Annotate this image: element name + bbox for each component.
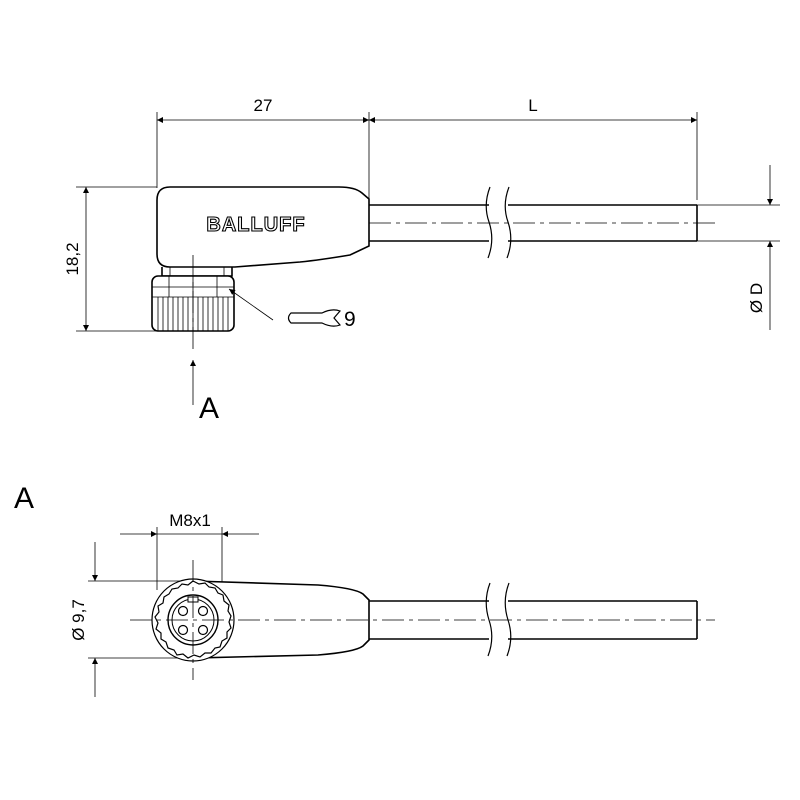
- view-a-title: A: [14, 482, 34, 515]
- dim-label-27: 27: [254, 96, 273, 115]
- dim-label-l: L: [528, 96, 537, 115]
- connector-collar: [161, 267, 233, 277]
- wrench-size-label: 9: [344, 308, 356, 331]
- side-view: 27 L 18,2 BALLUFF: [63, 96, 780, 425]
- cable-break-mark: [485, 186, 493, 259]
- dim-label-thread: M8x1: [169, 511, 211, 530]
- contact-pin: [177, 605, 189, 617]
- cable-break-mark: [504, 186, 512, 259]
- contact-pin: [197, 624, 209, 636]
- dim-label-cable-diameter: Ø D: [747, 283, 766, 313]
- knurl-pattern: [157, 276, 229, 331]
- view-a-marker: A: [199, 392, 219, 425]
- cable-top: [369, 582, 698, 657]
- cable-break-mark: [485, 582, 493, 657]
- wrench-leader: [228, 288, 274, 321]
- dim-label-body-diameter: Ø 9,7: [69, 599, 88, 641]
- brand-logo: BALLUFF: [206, 214, 305, 236]
- view-a: A M8x1 Ø 9,7: [14, 482, 715, 697]
- contact-pin: [177, 624, 189, 636]
- contact-pin: [197, 605, 209, 617]
- wrench-icon: [287, 309, 342, 327]
- connector-body: [156, 186, 370, 268]
- dim-label-height: 18,2: [63, 242, 82, 275]
- cable-break-mark: [504, 582, 512, 657]
- cable-side: [369, 186, 698, 259]
- connector-body-top: [192, 580, 370, 659]
- knurl-ring: [154, 580, 232, 659]
